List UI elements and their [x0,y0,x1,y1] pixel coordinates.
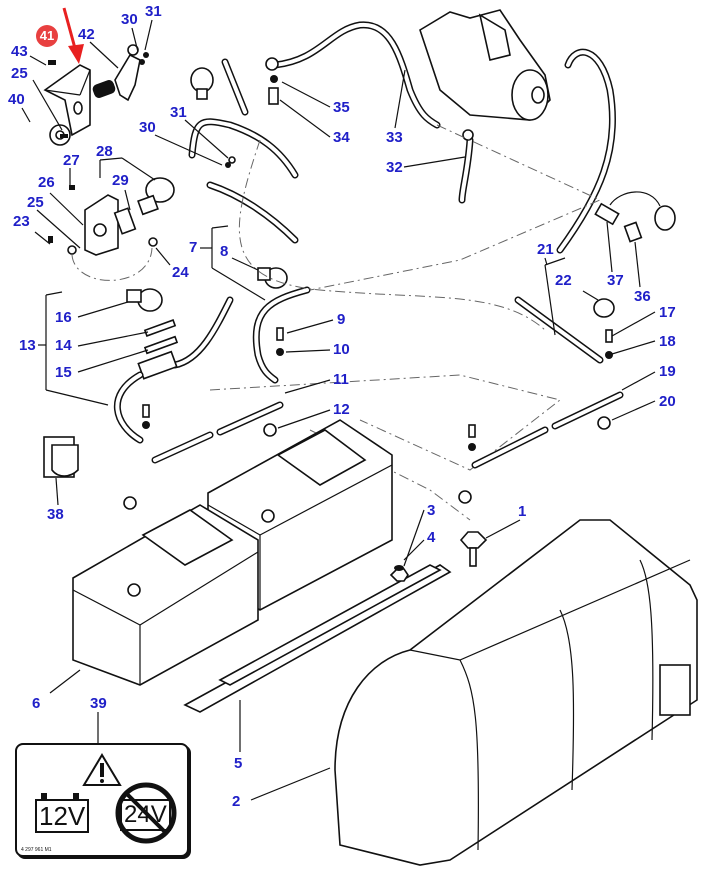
callout-31: 31 [170,104,187,121]
battery-cover [334,519,698,866]
callout-24: 24 [172,264,189,281]
callout-16: 16 [55,309,72,326]
voltage-warning-decal: 12V 24V 4 297 961 M1 [15,743,189,857]
callout-29: 29 [112,172,129,189]
callout-27: 27 [63,152,80,169]
callout-14: 14 [55,337,72,354]
connector-boot [594,191,676,243]
label-12v: 12V [35,799,90,833]
battery-front [72,504,259,686]
callout-28: 28 [96,143,113,160]
callout-8: 8 [220,243,229,260]
callout-17: 17 [659,304,676,321]
callout-15: 15 [55,364,72,381]
callout-39: 39 [90,695,107,712]
callout-37: 37 [607,272,624,289]
callout-42: 42 [78,26,95,43]
callout-23: 23 [13,213,30,230]
callout-31: 31 [145,3,162,20]
switch-bracket [43,44,149,146]
callout-1: 1 [518,503,527,520]
battery-terminal-icon [41,793,47,799]
callout-36: 36 [634,288,651,305]
highlight-arrow-icon [62,7,84,64]
callout-20: 20 [659,393,676,410]
callout-25: 25 [27,194,44,211]
callout-38: 38 [47,506,64,523]
battery-terminal-icon [73,793,79,799]
callout-33: 33 [386,129,403,146]
callout-40: 40 [8,91,25,108]
callout-3: 3 [427,502,436,519]
callout-34: 34 [333,129,350,146]
callout-2: 2 [232,793,241,810]
callout-30: 30 [121,11,138,28]
callout-7: 7 [189,239,198,256]
cable-clip [43,436,79,478]
callout-32: 32 [386,159,403,176]
callout-35: 35 [333,99,350,116]
terminal-cap [190,67,214,100]
callout-22: 22 [555,272,572,289]
callout-43: 43 [11,43,28,60]
callout-30: 30 [139,119,156,136]
warning-triangle-icon [82,753,122,786]
callout-4: 4 [427,529,436,546]
decal-part-code: 4 297 961 M1 [21,847,52,853]
callout-9: 9 [337,311,346,328]
callout-25: 25 [11,65,28,82]
callout-12: 12 [333,401,350,418]
callout-26: 26 [38,174,55,191]
callout-6: 6 [32,695,41,712]
callout-10: 10 [333,341,350,358]
callout-11: 11 [333,371,349,388]
callout-18: 18 [659,333,676,350]
callout-5: 5 [234,755,243,772]
prohibited-circle-icon [115,782,177,844]
battery-switch [48,177,175,256]
highlighted-part-badge: 41 [36,25,58,47]
starter-motor [419,9,551,121]
callout-13: 13 [19,337,36,354]
callout-21: 21 [537,241,554,258]
callout-19: 19 [659,363,676,380]
